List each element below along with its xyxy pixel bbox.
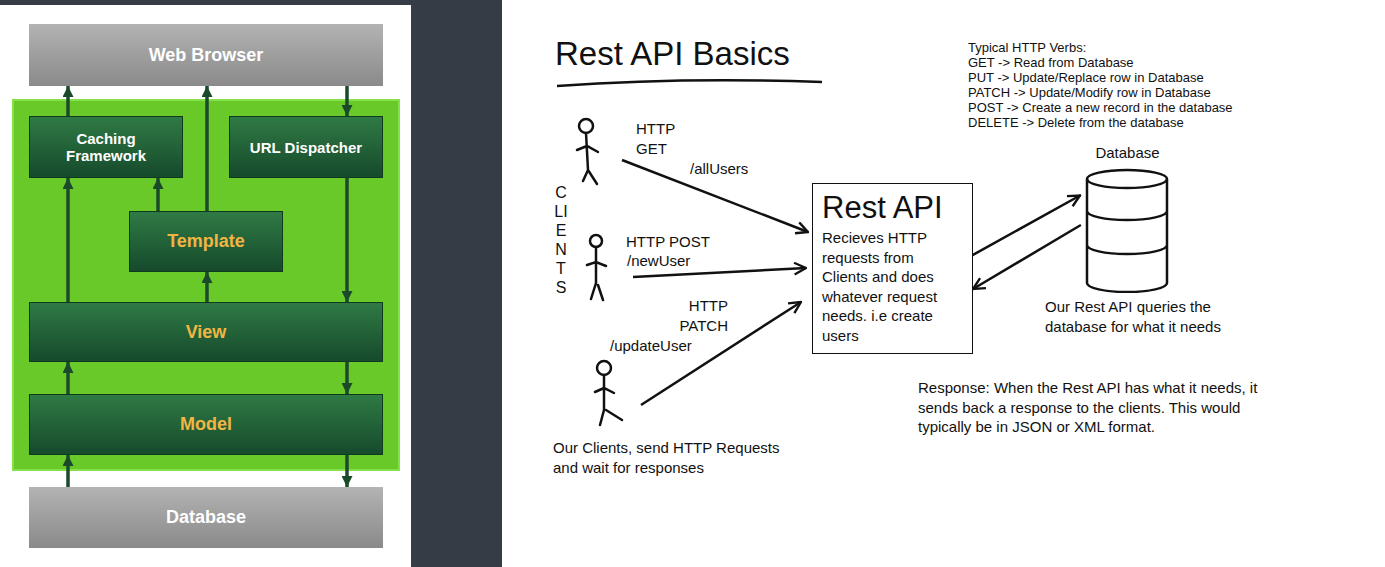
verb-note: PATCH -> Update/Modify row in Database (968, 85, 1211, 100)
flow-arrow (66, 362, 70, 394)
figure-body (587, 247, 606, 300)
request-path: /newUser (627, 251, 690, 270)
stick-figure (587, 235, 606, 300)
component-box: Caching Framework (29, 116, 183, 178)
left-panel (0, 5, 411, 567)
node-body: Recieves HTTP requests from Clients and … (822, 228, 963, 345)
flow-arrow (205, 272, 209, 302)
right-panel (502, 0, 1385, 567)
request-arrow (622, 160, 808, 232)
component-box: Model (29, 394, 383, 455)
node-title: Caching Framework (52, 130, 160, 164)
request-label: HTTP GET (636, 119, 684, 159)
cylinder-body (1087, 179, 1167, 292)
database-note: Our Rest API queries the database for wh… (1045, 297, 1270, 336)
component-box: View (29, 302, 383, 362)
flow-arrow (345, 362, 349, 394)
clients-label: CLIENTS (553, 183, 569, 297)
database-cylinder: Database (1080, 143, 1175, 293)
verb-note: GET -> Read from Database (968, 55, 1134, 70)
figure-body (577, 133, 598, 184)
clients-note: Our Clients, send HTTP Requests and wait… (553, 438, 793, 477)
flow-arrow (66, 455, 70, 487)
title-underline (557, 80, 822, 86)
node-title: Database (166, 507, 246, 528)
node-title: URL Dispatcher (250, 139, 362, 156)
flow-arrow (205, 86, 209, 211)
flow-arrow (345, 455, 349, 487)
verb-heading: Typical HTTP Verbs: (968, 40, 1086, 55)
node-title: Rest API (822, 190, 963, 226)
figure-head (597, 361, 611, 375)
request-label: HTTP PATCH (668, 296, 728, 336)
flow-arrow (345, 86, 349, 116)
node-title: Model (180, 414, 232, 435)
node-title: Template (167, 231, 245, 252)
component-box: URL Dispatcher (229, 116, 383, 178)
request-path: /allUsers (690, 159, 748, 178)
figure-head (579, 119, 593, 133)
cylinder-outline (1080, 143, 1175, 293)
database-box: Database (29, 487, 383, 548)
node-title: View (186, 322, 227, 343)
node-title: Database (1080, 143, 1175, 162)
diagram-title: Rest API Basics (555, 34, 790, 74)
query-arrow (973, 226, 1080, 290)
verb-note: POST -> Create a new record in the datab… (968, 100, 1233, 115)
request-label: HTTP POST (626, 232, 710, 251)
verb-note: PUT -> Update/Replace row in Database (968, 70, 1204, 85)
request-path: /updateUser (610, 336, 692, 355)
flow-arrow (345, 178, 349, 302)
verb-note: DELETE -> Delete from the database (968, 115, 1184, 130)
component-box: Template (129, 211, 283, 272)
flow-arrow (156, 178, 160, 211)
flow-arrow (66, 178, 70, 302)
request-arrow (633, 268, 806, 277)
response-note: Response: When the Rest API has what it … (918, 378, 1263, 437)
cylinder-top (1087, 170, 1167, 188)
figure-body (595, 375, 622, 425)
figure-head (590, 235, 602, 247)
stick-figure (577, 119, 598, 184)
cylinder-lines (1087, 170, 1167, 292)
flow-arrow (66, 86, 70, 116)
browser-box: Web Browser (29, 24, 383, 86)
stick-figure (595, 361, 622, 425)
query-arrow (973, 196, 1080, 255)
api-box: Rest APIRecieves HTTP requests from Clie… (812, 183, 973, 354)
node-title: Web Browser (149, 45, 264, 66)
